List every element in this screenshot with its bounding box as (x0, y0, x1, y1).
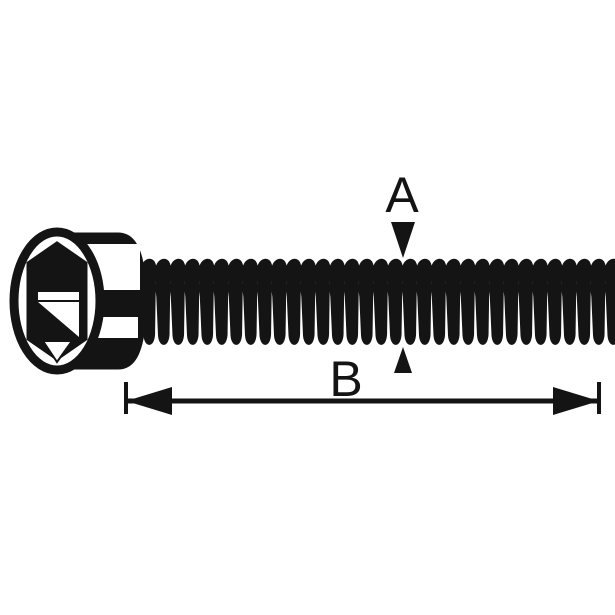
dimension-a-arrow-down (391, 222, 415, 258)
thread-flank (284, 284, 298, 319)
thread-flank (516, 284, 530, 319)
hex-socket-facet-upper (38, 292, 79, 300)
thread-flank (444, 284, 457, 319)
hex-socket-bottom-facet (41, 340, 74, 364)
socket-head (9, 227, 147, 375)
dimension-b-arrow-left (126, 387, 172, 415)
thread-flank (241, 284, 254, 319)
thread-flank (197, 284, 211, 319)
thread-flank (212, 284, 225, 319)
thread-flank (415, 284, 428, 319)
thread-flank (386, 284, 399, 319)
thread-flank (589, 284, 602, 319)
thread-flank (328, 284, 341, 319)
hex-socket-top-facet (40, 248, 74, 266)
dimension-b: B (124, 351, 601, 415)
thread-flank (545, 284, 559, 319)
thread-flank (270, 284, 283, 319)
thread-flank (400, 284, 414, 319)
dimension-b-arrow-right (553, 387, 599, 415)
thread-flank (299, 284, 312, 319)
thread-flank (502, 284, 515, 319)
dimension-a: A (385, 167, 419, 373)
thread-flank (458, 284, 472, 319)
thread-flank (371, 284, 385, 319)
dimension-a-arrow-up (394, 347, 412, 373)
thread-flank (183, 284, 196, 319)
thread-flank (473, 284, 486, 319)
threaded-shank (139, 258, 615, 345)
thread-flank (342, 284, 356, 319)
hex-socket-shadow-diagonal (38, 302, 79, 337)
thread-flank (154, 284, 167, 319)
thread-flank (255, 284, 269, 319)
thread-flank (574, 284, 588, 319)
thread-flank (429, 284, 443, 319)
dimension-a-label: A (385, 167, 419, 223)
thread-flank (226, 284, 240, 319)
thread-flank (168, 284, 182, 319)
thread-turns (139, 258, 615, 345)
thread-flank (560, 284, 573, 319)
thread-flank (313, 284, 327, 319)
thread-flank (603, 284, 615, 319)
dimension-b-label: B (329, 351, 362, 407)
thread-flank (531, 284, 544, 319)
thread-flank (487, 284, 501, 319)
thread-flank (357, 284, 370, 319)
